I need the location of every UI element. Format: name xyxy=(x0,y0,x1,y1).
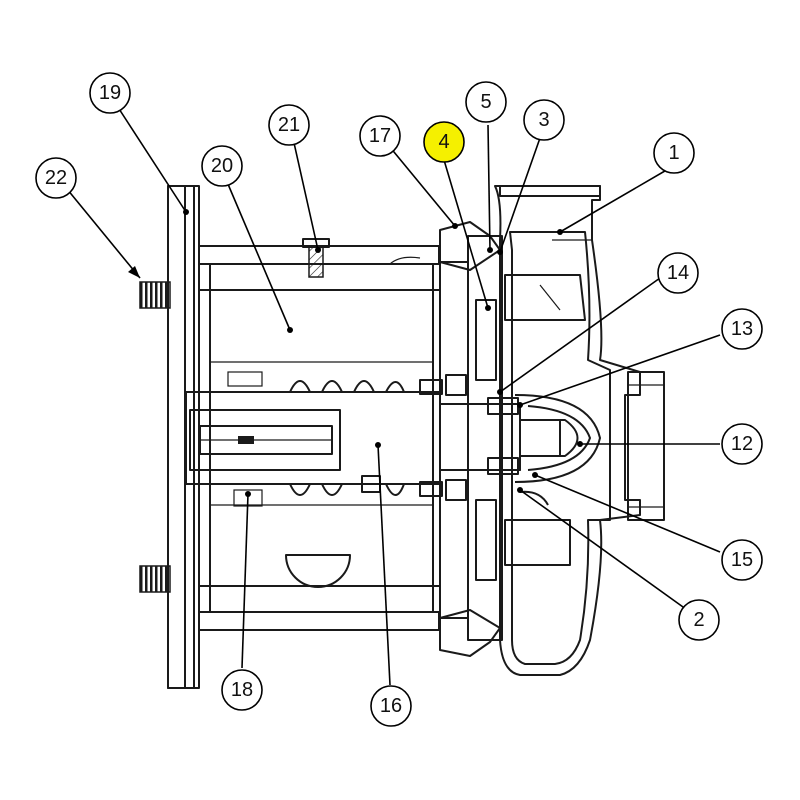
callout-label-12: 12 xyxy=(731,433,753,455)
callout-bubble-17[interactable]: 17 xyxy=(359,115,401,157)
callout-bubble-3[interactable]: 3 xyxy=(523,99,565,141)
leader-22 xyxy=(57,177,141,279)
callout-bubble-4[interactable]: 4 xyxy=(423,121,465,163)
callout-bubble-2[interactable]: 2 xyxy=(678,599,720,641)
callout-bubble-21[interactable]: 21 xyxy=(268,104,310,146)
callout-bubble-13[interactable]: 13 xyxy=(721,308,763,350)
callout-bubble-5[interactable]: 5 xyxy=(465,81,507,123)
callout-label-15: 15 xyxy=(731,549,753,571)
leader-5 xyxy=(487,124,491,251)
leader-16 xyxy=(377,444,391,686)
leader-18 xyxy=(241,493,249,669)
callout-bubble-12[interactable]: 12 xyxy=(721,423,763,465)
callout-label-19: 19 xyxy=(99,82,121,104)
leader-19 xyxy=(109,94,187,213)
callout-bubble-14[interactable]: 14 xyxy=(657,252,699,294)
pump-shaft xyxy=(185,391,561,485)
leader-15 xyxy=(534,474,721,553)
callout-label-14: 14 xyxy=(667,262,689,284)
callout-label-16: 16 xyxy=(380,695,402,717)
callout-bubble-19[interactable]: 19 xyxy=(89,72,131,114)
leader-2 xyxy=(519,489,691,613)
threaded-stud-lower xyxy=(139,565,171,593)
leader-3 xyxy=(499,137,541,253)
callout-label-17: 17 xyxy=(369,125,391,147)
leader-1 xyxy=(559,167,671,233)
callout-bubble-18[interactable]: 18 xyxy=(221,669,263,711)
seal-housing xyxy=(439,221,501,657)
callout-bubble-22[interactable]: 22 xyxy=(35,157,77,199)
impeller-nose xyxy=(487,394,601,506)
callout-label-4: 4 xyxy=(438,131,449,153)
callout-label-22: 22 xyxy=(45,167,67,189)
threaded-stud-upper xyxy=(139,281,171,309)
callout-label-1: 1 xyxy=(668,142,679,164)
callout-label-21: 21 xyxy=(278,114,300,136)
leader-dots xyxy=(128,209,583,497)
mounting-plate xyxy=(167,185,200,689)
leader-14 xyxy=(499,277,661,393)
callout-label-3: 3 xyxy=(538,109,549,131)
callout-bubble-15[interactable]: 15 xyxy=(721,539,763,581)
leader-20 xyxy=(221,169,291,331)
seal-spring xyxy=(289,379,443,497)
callout-label-13: 13 xyxy=(731,318,753,340)
leader-4 xyxy=(443,159,489,309)
callout-label-18: 18 xyxy=(231,679,253,701)
volute-casing xyxy=(494,185,665,676)
callout-bubble-1[interactable]: 1 xyxy=(653,132,695,174)
leader-lines xyxy=(57,94,721,686)
leader-13 xyxy=(519,334,721,406)
leader-21 xyxy=(289,124,319,251)
callout-label-20: 20 xyxy=(211,155,233,177)
callout-bubble-20[interactable]: 20 xyxy=(201,145,243,187)
callout-label-2: 2 xyxy=(693,609,704,631)
callout-label-5: 5 xyxy=(480,91,491,113)
bearing-bracket xyxy=(198,245,440,631)
callout-bubble-16[interactable]: 16 xyxy=(370,685,412,727)
